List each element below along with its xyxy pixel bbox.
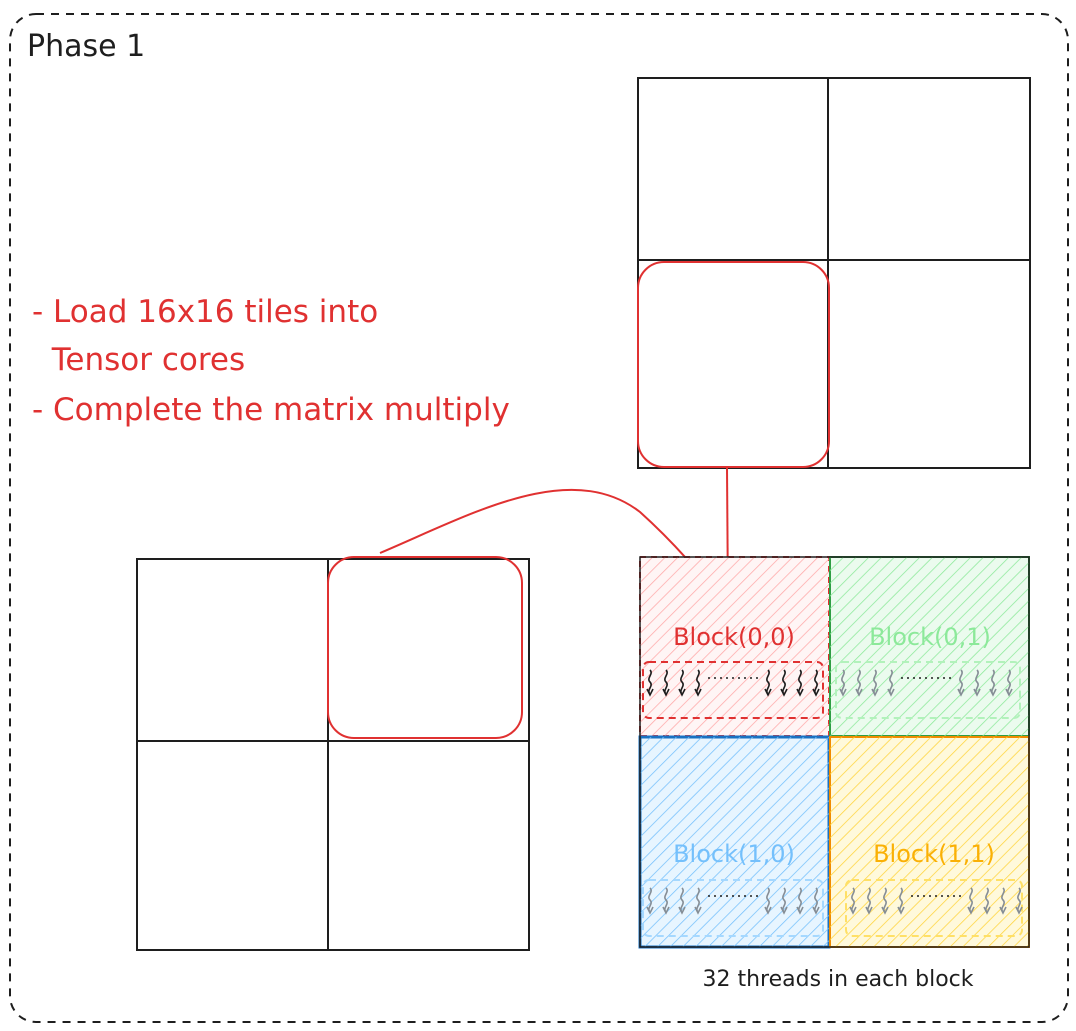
matrix-b [637, 77, 1031, 469]
thread-box-0-1 [835, 661, 1021, 719]
thread-box-0-0 [642, 661, 824, 719]
phase-title: Phase 1 [27, 29, 145, 64]
note-line-2: Tensor cores [32, 342, 245, 378]
phase-frame [9, 13, 1069, 1023]
note-line-3: - Complete the matrix multiply [32, 392, 510, 428]
threads-caption: 32 threads in each block [702, 967, 973, 992]
block-label-1-1: Block(1,1) [873, 840, 995, 868]
block-label-1-0: Block(1,0) [673, 840, 795, 868]
note-line-1: - Load 16x16 tiles into [32, 294, 378, 330]
thread-box-1-0 [642, 879, 824, 937]
matrix-a [136, 558, 530, 951]
block-grid [638, 556, 1030, 949]
matrix-b-tile-highlight [637, 261, 830, 468]
matrix-a-tile-highlight [327, 556, 523, 739]
block-label-0-1: Block(0,1) [869, 623, 991, 651]
block-label-0-0: Block(0,0) [673, 623, 795, 651]
